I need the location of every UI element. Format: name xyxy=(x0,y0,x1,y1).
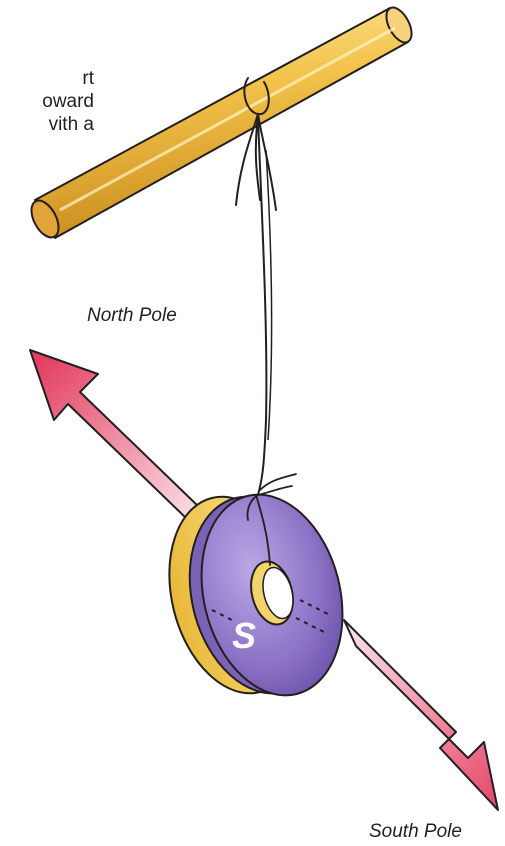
magnet-pole-letter: S xyxy=(232,615,256,656)
wooden-stick xyxy=(26,4,417,242)
south-arrow xyxy=(344,620,498,810)
hanging-string xyxy=(258,118,266,495)
north-arrow xyxy=(30,350,198,518)
